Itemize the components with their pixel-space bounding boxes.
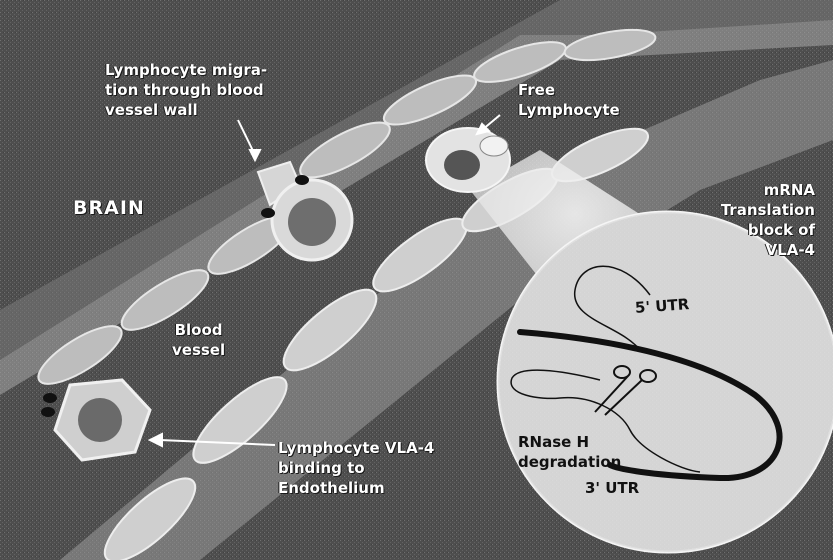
brain-label: BRAIN <box>73 198 145 218</box>
vla4-label-line-2: binding to <box>278 458 434 478</box>
free-lymphocyte-label-line-2: Lymphocyte <box>518 100 620 120</box>
vla4-binding-label: Lymphocyte VLA-4 binding to Endothelium <box>278 438 434 498</box>
blood-vessel-label: Blood vessel <box>172 320 225 360</box>
free-lymphocyte-label-line-1: Free <box>518 80 620 100</box>
migration-label-line-3: vessel wall <box>105 100 267 120</box>
mrna-label-line-3: block of <box>690 220 815 240</box>
mrna-label-line-4: VLA-4 <box>690 240 815 260</box>
blood-vessel-label-line-1: Blood <box>172 320 225 340</box>
mrna-translation-label: mRNA Translation block of VLA-4 <box>690 180 815 260</box>
mrna-label-line-1: mRNA <box>690 180 815 200</box>
vla4-label-line-3: Endothelium <box>278 478 434 498</box>
vla4-label-line-1: Lymphocyte VLA-4 <box>278 438 434 458</box>
free-lymphocyte-label: Free Lymphocyte <box>518 80 620 120</box>
five-prime-utr-label: 5' UTR <box>634 294 689 318</box>
rnase-label-line-2: degradation <box>518 452 621 472</box>
migration-label-line-2: tion through blood <box>105 80 267 100</box>
mrna-label-line-2: Translation <box>690 200 815 220</box>
free-lymphocyte <box>426 128 510 192</box>
migration-label: Lymphocyte migra- tion through blood ves… <box>105 60 267 120</box>
migration-label-line-1: Lymphocyte migra- <box>105 60 267 80</box>
blood-vessel-label-line-2: vessel <box>172 340 225 360</box>
rnase-label-line-1: RNase H <box>518 432 621 452</box>
rnase-h-label: RNase H degradation <box>518 432 621 472</box>
three-prime-utr-label: 3' UTR <box>585 478 639 498</box>
